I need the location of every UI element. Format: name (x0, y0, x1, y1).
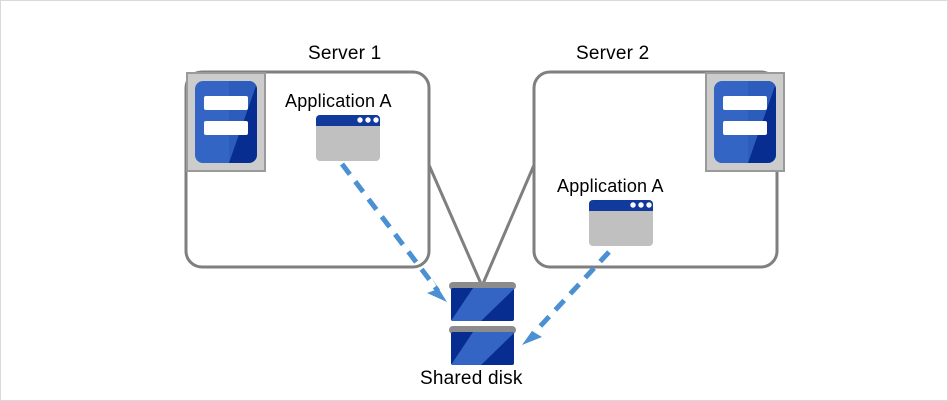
server2-to-disk-link (480, 163, 536, 288)
server2-app-access-arrow-head (522, 321, 542, 345)
server2-app-access-arrow-line (532, 250, 611, 335)
server2-server-icon (705, 72, 785, 172)
server2-title: Server 2 (576, 43, 650, 64)
access-arrows (340, 162, 611, 345)
server2-application-window-icon (589, 200, 653, 246)
server2-application-label: Application A (557, 176, 664, 196)
server1-server-icon (186, 72, 266, 172)
server1-application-window-icon (316, 115, 380, 161)
shared-disk-icon (449, 282, 516, 365)
server1-title: Server 1 (308, 43, 382, 64)
server1-app-access-arrow-head (427, 278, 447, 302)
server1-app-access-arrow-line (340, 162, 440, 293)
server1-to-disk-link (427, 163, 484, 288)
server1-application-label: Application A (285, 91, 392, 111)
shared-disk-label: Shared disk (420, 368, 523, 389)
connector-lines (427, 163, 536, 288)
